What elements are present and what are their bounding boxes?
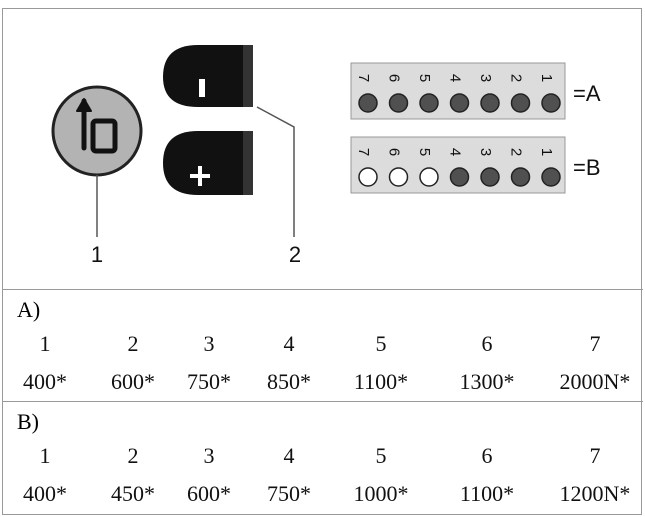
table-a-label: A) xyxy=(17,297,41,322)
panel-a-led-number: 7 xyxy=(355,74,372,82)
panel-b-led-5 xyxy=(419,167,439,187)
table-b-index-cell: 7 xyxy=(589,443,601,468)
table-a-value-cell: 750* xyxy=(187,369,231,394)
figure-frame: 1 2 =A 7 6 5 4 3 2 1 =B 7 6 5 4 3 2 1 xyxy=(2,8,643,515)
table-b-label: B) xyxy=(17,409,39,434)
panel-a-led-number: 4 xyxy=(447,74,464,82)
callout-label-1: 1 xyxy=(91,242,103,267)
table-a-index-cell: 3 xyxy=(203,331,215,356)
panel-a-led-number: 5 xyxy=(416,74,433,82)
panel-a-led-4 xyxy=(449,93,470,113)
led-panel-b: =B 7 6 5 4 3 2 1 xyxy=(350,136,601,194)
loop-arrow-icon xyxy=(76,98,118,154)
callout-line-2 xyxy=(256,106,295,237)
panel-a-led-number: 3 xyxy=(477,74,494,82)
panel-b-led-1 xyxy=(541,167,561,187)
table-a-index-cell: 7 xyxy=(589,331,601,356)
table-b-index-row: 1 2 3 4 5 6 7 xyxy=(3,437,643,475)
panel-a-led-6 xyxy=(388,93,409,113)
table-b-index-cell: 4 xyxy=(283,443,295,468)
panel-a-led-2 xyxy=(510,93,531,113)
table-b-value-cell: 750* xyxy=(267,481,311,506)
panel-b-led-number: 6 xyxy=(386,148,403,156)
table-a-index-cell: 4 xyxy=(283,331,295,356)
table-b-index-cell: 1 xyxy=(39,443,51,468)
minus-button[interactable] xyxy=(163,45,253,107)
table-b-index-cell: 6 xyxy=(481,443,493,468)
table-a-value-cell: 2000N* xyxy=(559,369,631,394)
table-b-value-cell: 400* xyxy=(23,481,67,506)
plus-button[interactable] xyxy=(163,131,253,195)
table-b-value-cell: 600* xyxy=(187,481,231,506)
panel-b-led-number: 2 xyxy=(508,148,525,156)
callout-label-2: 2 xyxy=(289,242,301,267)
mode-knob[interactable] xyxy=(51,85,143,177)
table-b-value-cell: 450* xyxy=(111,481,155,506)
table-b-value-cell: 1200N* xyxy=(559,481,631,506)
panel-b-led-number: 4 xyxy=(447,148,464,156)
panel-b-led-number: 3 xyxy=(477,148,494,156)
table-b-value-cell: 1000* xyxy=(353,481,409,506)
minus-icon xyxy=(199,79,205,97)
table-a-value-cell: 1300* xyxy=(459,369,515,394)
table-b-value-cell: 1100* xyxy=(459,481,515,506)
table-a-index-row: 1 2 3 4 5 6 7 xyxy=(3,325,643,363)
table-a-value-cell: 400* xyxy=(23,369,67,394)
panel-b-led-number: 7 xyxy=(355,148,372,156)
table-a-index-cell: 6 xyxy=(481,331,493,356)
table-a-value-cell: 600* xyxy=(111,369,155,394)
table-b-index-cell: 3 xyxy=(203,443,215,468)
table-a-index-cell: 1 xyxy=(39,331,51,356)
table-a-index-cell: 5 xyxy=(375,331,387,356)
table-a-index-cell: 2 xyxy=(127,331,139,356)
table-a-value-cell: 850* xyxy=(267,369,311,394)
table-b-index-cell: 5 xyxy=(375,443,387,468)
panel-a-led-number: 2 xyxy=(508,74,525,82)
panel-a-led-5 xyxy=(419,93,439,113)
led-panel-a: =A 7 6 5 4 3 2 1 xyxy=(350,62,601,120)
panel-a-led-7 xyxy=(358,93,378,113)
panel-b-led-4 xyxy=(449,167,470,187)
panel-b-led-6 xyxy=(388,167,409,187)
panel-a-led-number: 6 xyxy=(386,74,403,82)
plus-icon xyxy=(190,166,210,186)
panel-a-led-3 xyxy=(480,93,500,113)
panel-b-led-3 xyxy=(480,167,500,187)
table-a-value-cell: 1100* xyxy=(353,369,409,394)
table-b-index-cell: 2 xyxy=(127,443,139,468)
panel-b-led-7 xyxy=(358,167,378,187)
table-a-value-row: 400* 600* 750* 850* 1100* 1300* 2000N* xyxy=(3,363,643,401)
panel-a-led-1 xyxy=(541,93,561,113)
panel-a-label: =A xyxy=(573,81,601,106)
table-b-value-row: 400* 450* 600* 750* 1000* 1100* 1200N* xyxy=(3,475,643,513)
panel-a-led-number: 1 xyxy=(538,74,555,82)
panel-b-led-number: 1 xyxy=(538,148,555,156)
panel-b-led-number: 5 xyxy=(416,148,433,156)
panel-b-label: =B xyxy=(573,155,601,180)
device-diagram: 1 2 =A 7 6 5 4 3 2 1 =B 7 6 5 4 3 2 1 xyxy=(51,45,601,267)
panel-b-led-2 xyxy=(510,167,531,187)
